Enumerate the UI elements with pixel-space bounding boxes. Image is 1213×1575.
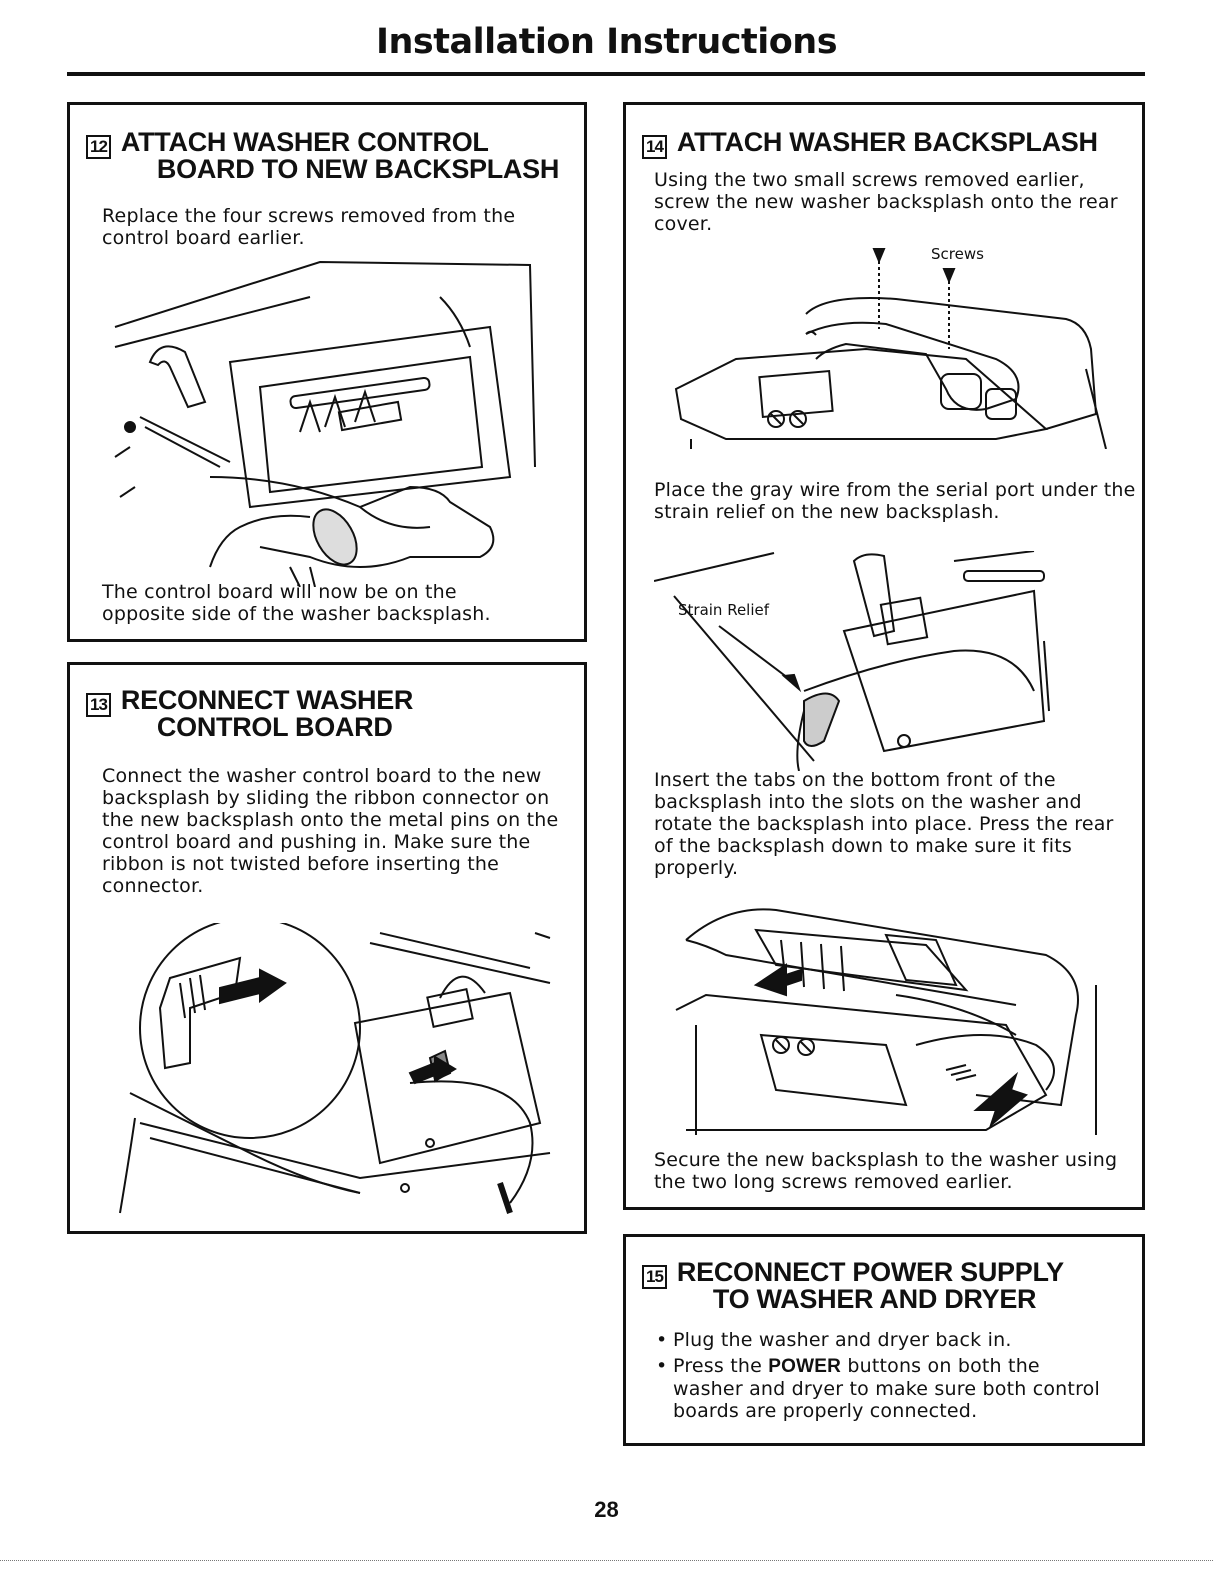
page-bottom-edge (0, 1560, 1213, 1563)
step-15-bullet-2: Press the POWER buttons on both the wash… (654, 1355, 1104, 1422)
step-14-text4: Secure the new backsplash to the washer … (654, 1149, 1118, 1193)
bullet-2-pre: Press the (673, 1355, 763, 1377)
bullet-2-post: buttons on both the washer and dryer to … (673, 1355, 1100, 1422)
step-14-box: 14 ATTACH WASHER BACKSPLASH Using the tw… (623, 102, 1145, 1210)
step-14-title: ATTACH WASHER BACKSPLASH (677, 129, 1098, 156)
step-13-illustration (110, 923, 570, 1223)
step-12-title: ATTACH WASHER CONTROL BOARD TO NEW BACKS… (121, 129, 559, 183)
label-strain-relief: Strain Relief (678, 601, 770, 619)
step-15-title-line1: RECONNECT POWER SUPPLY (676, 1257, 1064, 1287)
step-12-text2: The control board will now be on the opp… (102, 581, 491, 625)
step-15-bullet-list: Plug the washer and dryer back in. Press… (654, 1329, 1104, 1426)
step-14-illustration-3 (666, 895, 1106, 1135)
step-13-title: RECONNECT WASHER CONTROL BOARD (120, 685, 414, 742)
step-12-header: 12 ATTACH WASHER CONTROL BOARD TO NEW BA… (86, 129, 559, 183)
label-screws: Screws (931, 245, 984, 263)
step-13-title-line2: CONTROL BOARD (156, 712, 393, 742)
step-13-header: 13 RECONNECT WASHER CONTROL BOARD (86, 687, 413, 741)
step-14-text3: Insert the tabs on the bottom front of t… (654, 769, 1114, 879)
step-14-text2: Place the gray wire from the serial port… (654, 479, 1136, 523)
title-rule (67, 72, 1145, 76)
step-13-title-line1: RECONNECT WASHER (120, 685, 414, 715)
step-13-number: 13 (86, 693, 111, 717)
step-12-illustration (110, 257, 570, 587)
page-title: Installation Instructions (375, 22, 838, 62)
step-15-header: 15 RECONNECT POWER SUPPLY TO WASHER AND … (642, 1259, 1064, 1313)
step-12-box: 12 ATTACH WASHER CONTROL BOARD TO NEW BA… (67, 102, 587, 642)
step-15-title: RECONNECT POWER SUPPLY TO WASHER AND DRY… (677, 1259, 1064, 1313)
step-13-box: 13 RECONNECT WASHER CONTROL BOARD Connec… (67, 662, 587, 1234)
step-14-number: 14 (642, 135, 667, 159)
step-12-text1: Replace the four screws removed from the… (102, 205, 516, 249)
step-12-title-line1: ATTACH WASHER CONTROL (120, 127, 489, 157)
step-12-title-line2: BOARD TO NEW BACKSPLASH (156, 154, 560, 184)
step-14-illustration-2: Strain Relief (654, 551, 1054, 771)
step-12-number: 12 (86, 135, 111, 159)
step-14-illustration-1: Screws (666, 239, 1136, 449)
power-keyword: POWER (768, 1356, 842, 1377)
step-15-bullet-1: Plug the washer and dryer back in. (654, 1329, 1104, 1351)
step-14-header: 14 ATTACH WASHER BACKSPLASH (642, 129, 1098, 159)
step-15-title-line2: TO WASHER AND DRYER (712, 1284, 1037, 1314)
step-13-text1: Connect the washer control board to the … (102, 765, 559, 897)
page-number: 28 (594, 1497, 619, 1522)
step-14-title-line1: ATTACH WASHER BACKSPLASH (676, 127, 1098, 157)
step-15-box: 15 RECONNECT POWER SUPPLY TO WASHER AND … (623, 1234, 1145, 1446)
step-15-number: 15 (642, 1265, 667, 1289)
step-14-text1: Using the two small screws removed earli… (654, 169, 1118, 235)
